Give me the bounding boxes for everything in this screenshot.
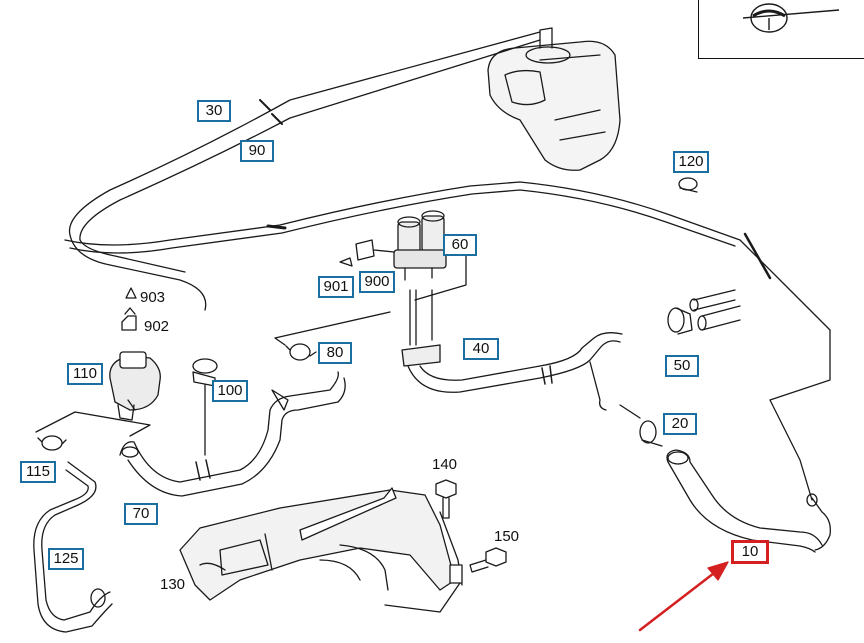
callout-90[interactable]: 90: [240, 140, 274, 162]
clamp-100: [192, 358, 218, 456]
pump-110: [109, 351, 161, 421]
callout-60[interactable]: 60: [443, 234, 477, 256]
clamp-20: [619, 404, 663, 447]
callout-115[interactable]: 115: [20, 461, 56, 483]
bolt-140: [435, 479, 457, 519]
callout-30[interactable]: 30: [197, 100, 231, 122]
callout-50[interactable]: 50: [665, 355, 699, 377]
red-arrow-icon: [638, 561, 729, 632]
callout-901[interactable]: 901: [318, 276, 354, 298]
clamp-115: [37, 435, 67, 451]
callout-70[interactable]: 70: [124, 503, 158, 525]
callout-900[interactable]: 900: [359, 271, 395, 293]
parts-903-902: [121, 287, 137, 331]
clamp-120: [678, 177, 698, 193]
vehicle-thumbnail-icon: [742, 3, 840, 33]
bolt-150: [469, 547, 507, 573]
hose-125: [33, 461, 113, 633]
hose-10: [666, 449, 831, 553]
callout-outline-115: [35, 411, 151, 437]
valve-block-60: [339, 210, 447, 281]
return-line: [64, 181, 831, 501]
callout-110[interactable]: 110: [67, 363, 103, 385]
label-130[interactable]: 130: [160, 576, 186, 593]
hose-40: [401, 289, 623, 411]
reservoir-tank: [487, 27, 621, 171]
label-903[interactable]: 903: [140, 289, 166, 306]
callout-80[interactable]: 80: [318, 342, 352, 364]
callout-120[interactable]: 120: [673, 151, 709, 173]
label-150[interactable]: 150: [494, 528, 520, 545]
callout-40[interactable]: 40: [463, 338, 499, 360]
heat-shield-130: [179, 487, 463, 613]
callout-20[interactable]: 20: [663, 413, 697, 435]
clamp-50: [667, 289, 741, 335]
clamp-80: [285, 343, 317, 361]
callout-10-selected[interactable]: 10: [731, 540, 769, 564]
fluid-lines-30-90: [68, 31, 541, 311]
label-140[interactable]: 140: [432, 456, 458, 473]
label-902[interactable]: 902: [144, 318, 170, 335]
vehicle-thumbnail[interactable]: [698, 0, 864, 59]
hose-70: [119, 371, 346, 497]
callout-125[interactable]: 125: [48, 548, 84, 570]
callout-100[interactable]: 100: [212, 380, 248, 402]
